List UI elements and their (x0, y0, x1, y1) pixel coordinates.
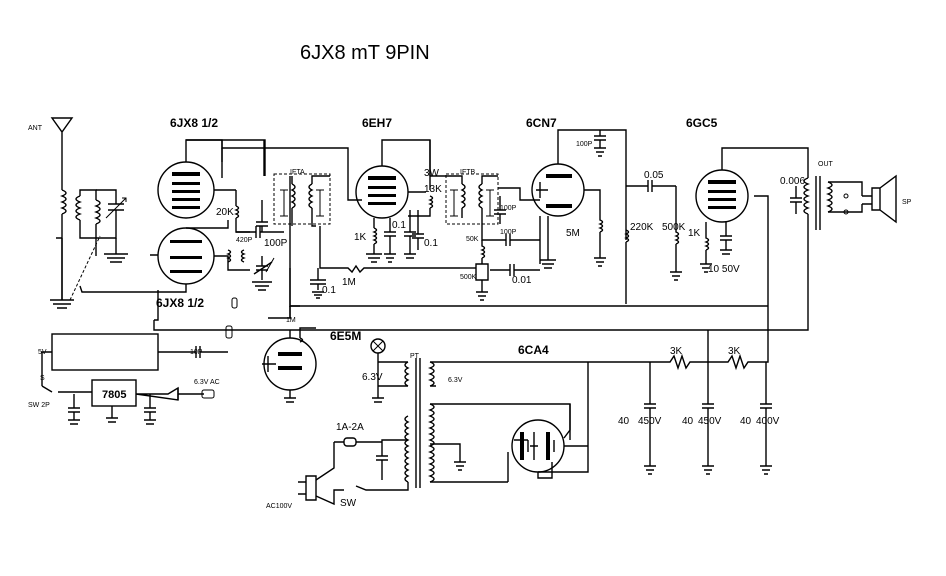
filter-network: 3K 3K 40 450V 40 450V 40 400V (588, 306, 780, 475)
wire-v1-to-ift (186, 139, 362, 201)
rectifier-label: 6CA4 (518, 343, 549, 357)
out-label: OUT (818, 161, 834, 168)
s-label: S (40, 375, 45, 382)
pilot-label: 6.3V (362, 372, 383, 383)
r3w-label: 3W (424, 168, 440, 179)
c10-50v-label: 10 50V (708, 264, 740, 275)
fuse-label: 1A-2A (336, 422, 364, 433)
tube-v3: 6CN7 100P 5M 0.05 220K (526, 116, 676, 304)
tube-v4: 6GC5 500K 1K 10 50V (662, 116, 809, 306)
c01-b-label: 0.1 (392, 220, 406, 231)
r13k-label: 13K (424, 184, 442, 195)
r500k-label: 500K (662, 222, 686, 233)
pt-label: PT (410, 353, 420, 360)
screen-resistor: 3W 13K (408, 168, 442, 217)
r500k-vol-label: 500K (460, 274, 477, 281)
r1k-b-label: 1K (688, 228, 701, 239)
c0006-label: 0.006 (780, 176, 805, 187)
c01-a-label: 0.1 (322, 285, 336, 296)
tube-v1: 6JX8 1/2 (157, 116, 266, 219)
tube-v3-label: 6CN7 (526, 116, 557, 130)
c100p-d-label: 100P (576, 141, 593, 148)
antenna-symbol: ANT (28, 117, 74, 190)
schematic-title: 6JX8 mT 9PIN (300, 42, 430, 64)
sw2p-label: SW 2P (28, 402, 50, 409)
tuning-eye-label: 6E5M (330, 329, 361, 343)
wire-link (154, 290, 159, 321)
cap1-r: 450V (638, 416, 662, 427)
c01-c-label: 0.1 (424, 238, 438, 249)
r50k-label: 50K (466, 236, 479, 243)
sp-label: SP (902, 199, 912, 206)
ifta-label: IFTA (290, 169, 305, 176)
c10p-label: 10P (190, 349, 203, 356)
r20k-label: 20K (216, 207, 234, 218)
r3k-b-label: 3K (728, 346, 741, 357)
tube-v5-label: 6JX8 1/2 (156, 296, 204, 310)
r3k-a-label: 3K (670, 346, 683, 357)
cap2-r: 450V (698, 416, 722, 427)
ifta: IFTA (273, 169, 331, 227)
r5m-label: 5M (566, 228, 580, 239)
c005-label: 0.05 (644, 170, 664, 181)
c420p-label: 420P (236, 237, 253, 244)
pt-heater-label: 6.3V (448, 377, 463, 384)
ac63-label: 6.3V AC (194, 379, 220, 386)
reg-label: 7805 (102, 389, 126, 401)
tube-v1-label: 6JX8 1/2 (170, 116, 218, 130)
antenna-label: ANT (28, 125, 43, 132)
tube-6ca4: 6CA4 (511, 343, 589, 479)
c100p-c-label: 100P (500, 229, 517, 236)
power-5v: 5V 10P SW 2P S 7805 6.3V AC (28, 325, 233, 425)
r1m-b-label: 1M (286, 317, 296, 324)
iftb-label: IFTB (460, 169, 475, 176)
r1k-a-label: 1K (354, 232, 367, 243)
power-transformer: 6.3V PT 6.3V 1A-2A AC100V SW (266, 338, 588, 510)
c100p-b-label: 100P (500, 205, 517, 212)
sw-label: SW (340, 498, 357, 509)
cap3-r: 400V (756, 416, 780, 427)
r1m-a-label: 1M (342, 277, 356, 288)
detector-network: 100P 100P 50K 500K 0.01 (460, 187, 540, 301)
tube-6e5m: 6E5M 1M (262, 317, 361, 403)
cap3-v: 40 (740, 416, 752, 427)
tube-v5: 6JX8 1/2 (79, 220, 250, 310)
iftb: IFTB (429, 140, 499, 226)
cap2-v: 40 (682, 416, 694, 427)
tube-v2: 6EH7 1K 0.1 0.1 (354, 116, 438, 263)
c001-label: 0.01 (512, 275, 532, 286)
cap1-v: 40 (618, 416, 630, 427)
oscillator-network: 20K 420P 100P (216, 190, 288, 291)
tube-v2-label: 6EH7 (362, 116, 392, 130)
output-transformer: OUT 0.006 SP (780, 161, 912, 230)
wire-bplus (221, 140, 768, 307)
ac-in-label: AC100V (266, 503, 292, 510)
r220k-label: 220K (630, 222, 654, 233)
wire-bplus-top (153, 228, 809, 331)
tube-v4-label: 6GC5 (686, 116, 718, 130)
c100p-a-label: 100P (264, 238, 288, 249)
tuning-capacitor (61, 189, 128, 301)
